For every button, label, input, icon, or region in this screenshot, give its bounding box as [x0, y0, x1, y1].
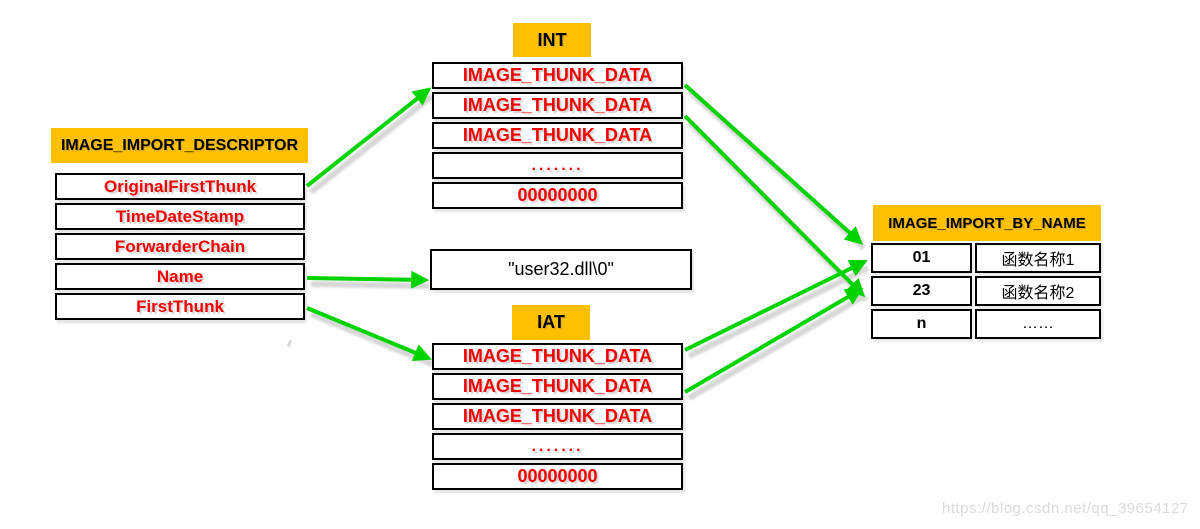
table-row: n …… — [871, 309, 1101, 339]
table-row-firstthunk: FirstThunk — [55, 293, 305, 320]
arrow-iat-row1-to-byname-01 — [684, 260, 868, 352]
table-row-name: Name — [55, 263, 305, 290]
byname-heading: IMAGE_IMPORT_BY_NAME — [873, 205, 1101, 241]
arrow-name-to-dllname — [306, 270, 430, 289]
int-heading: INT — [513, 23, 591, 57]
table-row-thunk: IMAGE_THUNK_DATA — [432, 403, 683, 430]
table-row-ellipsis: ....... — [432, 433, 683, 460]
iat-heading: IAT — [512, 305, 590, 340]
stray-mark — [286, 339, 293, 348]
table-row-originalfirstthunk: OriginalFirstThunk — [55, 173, 305, 200]
table-row-forwarderchain: ForwarderChain — [55, 233, 305, 260]
arrow-originalfirstthunk-to-int — [305, 87, 432, 188]
function-name-cell: 函数名称1 — [975, 243, 1101, 273]
function-name-cell: …… — [975, 309, 1101, 339]
table-row-thunk: IMAGE_THUNK_DATA — [432, 62, 683, 89]
function-name-cell: 函数名称2 — [975, 276, 1101, 306]
table-row: 01 函数名称1 — [871, 243, 1101, 273]
hint-cell: n — [871, 309, 972, 339]
table-row-null-terminator: 00000000 — [432, 182, 683, 209]
table-row-thunk: IMAGE_THUNK_DATA — [432, 92, 683, 119]
int-table: IMAGE_THUNK_DATA IMAGE_THUNK_DATA IMAGE_… — [432, 62, 683, 209]
table-row-thunk: IMAGE_THUNK_DATA — [432, 373, 683, 400]
arrow-int-row2-to-byname-23 — [683, 114, 865, 297]
iat-table: IMAGE_THUNK_DATA IMAGE_THUNK_DATA IMAGE_… — [432, 343, 683, 490]
dll-name-box: "user32.dll\0" — [430, 249, 692, 290]
watermark-url: https://blog.csdn.net/qq_39654127 — [942, 500, 1189, 517]
descriptor-table: OriginalFirstThunk TimeDateStamp Forward… — [55, 173, 305, 320]
arrow-iat-row2-to-byname-23 — [683, 287, 864, 394]
arrow-int-row1-to-byname-01 — [683, 83, 864, 245]
table-row: 23 函数名称2 — [871, 276, 1101, 306]
byname-table: 01 函数名称1 23 函数名称2 n …… — [871, 243, 1101, 339]
table-row-timedatestamp: TimeDateStamp — [55, 203, 305, 230]
arrow-firstthunk-to-iat — [306, 306, 432, 362]
table-row-thunk: IMAGE_THUNK_DATA — [432, 122, 683, 149]
table-row-null-terminator: 00000000 — [432, 463, 683, 490]
hint-cell: 23 — [871, 276, 972, 306]
descriptor-heading: IMAGE_IMPORT_DESCRIPTOR — [51, 128, 308, 163]
table-row-ellipsis: ....... — [432, 152, 683, 179]
table-row-thunk: IMAGE_THUNK_DATA — [432, 343, 683, 370]
hint-cell: 01 — [871, 243, 972, 273]
